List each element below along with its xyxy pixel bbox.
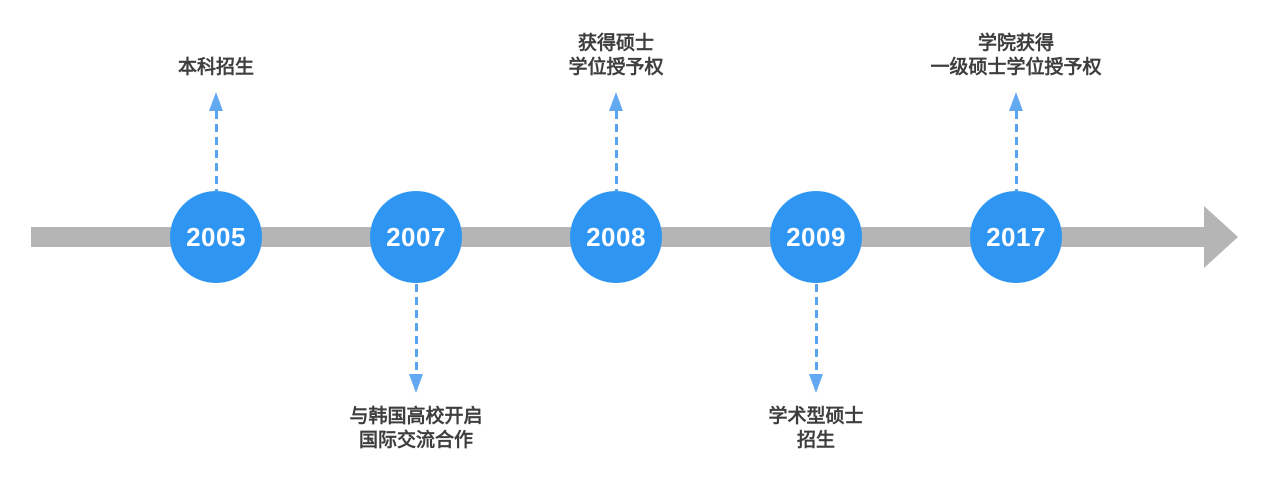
milestone-label-line: 本科招生: [177, 57, 255, 78]
milestone-year: 2007: [386, 221, 446, 252]
arrow-up-icon: [209, 92, 223, 111]
dashed-connector: [1014, 111, 1018, 191]
milestone-year: 2017: [986, 221, 1046, 252]
milestone-year: 2005: [186, 221, 246, 252]
dashed-connector: [214, 111, 218, 191]
arrow-up-icon: [609, 92, 623, 111]
milestone-label-line: 一级硕士学位授予权: [930, 57, 1102, 78]
milestone-circle: 2017: [970, 191, 1062, 283]
dashed-connector: [814, 284, 818, 374]
milestone-label: 本科招生: [178, 56, 254, 80]
milestone-label: 学院获得 一级硕士学位授予权: [930, 32, 1101, 80]
milestone-label: 获得硕士 学位授予权: [568, 32, 663, 80]
milestone-label-line: 国际交流合作: [358, 430, 474, 451]
milestone-label-line: 学院获得: [977, 33, 1055, 54]
milestone-circle: 2008: [570, 191, 662, 283]
milestone-label: 学术型硕士 招生: [768, 405, 863, 453]
milestone-circle: 2005: [170, 191, 262, 283]
milestone-label: 与韩国高校开启 国际交流合作: [349, 405, 482, 453]
milestone-label-line: 学位授予权: [568, 57, 664, 78]
milestone-label-line: 招生: [796, 430, 836, 451]
dashed-connector: [614, 111, 618, 191]
milestone-label-line: 获得硕士: [577, 33, 655, 54]
milestone-year: 2009: [786, 221, 846, 252]
arrow-up-icon: [1009, 92, 1023, 111]
timeline-axis-arrowhead-icon: [1204, 206, 1238, 268]
milestone-circle: 2007: [370, 191, 462, 283]
dashed-connector: [414, 284, 418, 374]
milestone-circle: 2009: [770, 191, 862, 283]
milestone-label-line: 与韩国高校开启: [349, 406, 483, 427]
milestone-label-line: 学术型硕士: [768, 406, 864, 427]
milestone-year: 2008: [586, 221, 646, 252]
arrow-down-icon: [409, 374, 423, 393]
arrow-down-icon: [809, 374, 823, 393]
